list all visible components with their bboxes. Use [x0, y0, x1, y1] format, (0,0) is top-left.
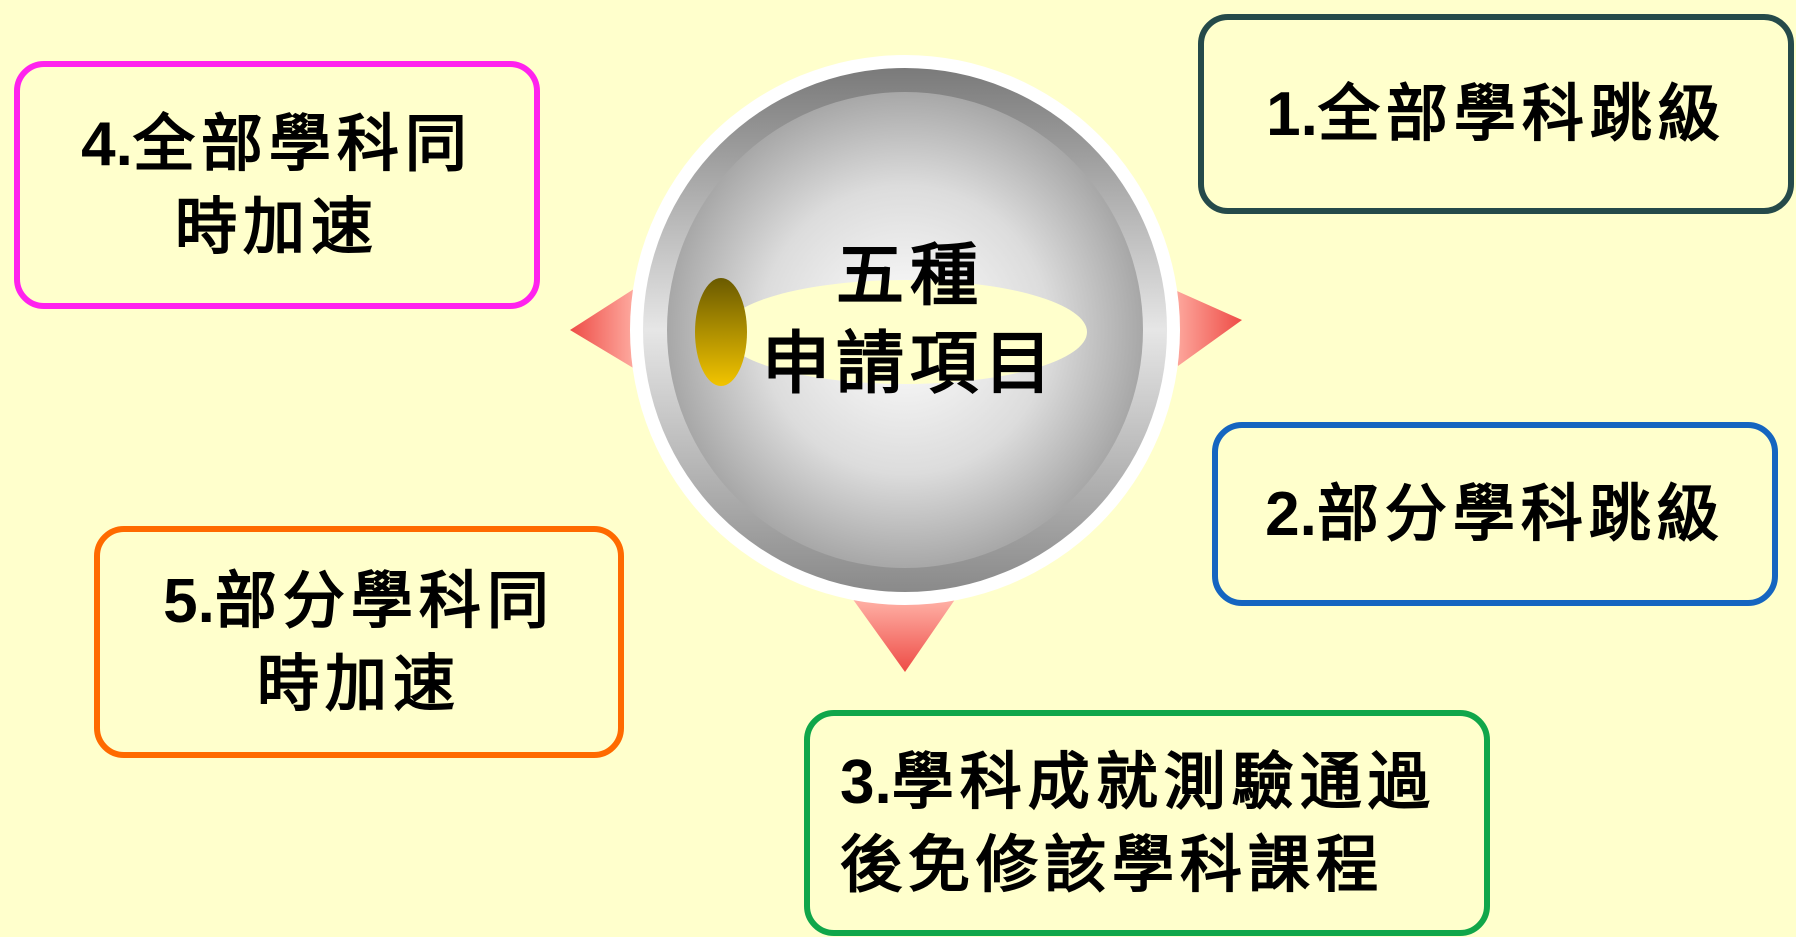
item-1-box: 1.全部學科跳級 — [1198, 14, 1794, 214]
item-2-box: 2.部分學科跳級 — [1212, 422, 1778, 606]
item-2-text: 2.部分學科跳級 — [1265, 476, 1725, 550]
arrow-down — [852, 598, 956, 672]
item-5-text: 5.部分學科同 時加速 — [163, 563, 555, 720]
eye-highlight — [695, 278, 747, 386]
label-ellipse — [723, 280, 1087, 384]
arrow-left — [570, 285, 640, 372]
item-3-box: 3.學科成就測驗通過 後免修該學科課程 — [804, 710, 1490, 936]
center-title: 五種 申請項目 — [761, 236, 1058, 405]
item-5-box: 5.部分學科同 時加速 — [94, 526, 624, 758]
item-4-text: 4.全部學科同 時加速 — [81, 106, 473, 263]
item-4-box: 4.全部學科同 時加速 — [14, 61, 540, 309]
item-3-text: 3.學科成就測驗通過 後免修該學科課程 — [840, 744, 1436, 901]
item-1-text: 1.全部學科跳級 — [1266, 76, 1726, 150]
arrow-right — [1168, 287, 1242, 366]
